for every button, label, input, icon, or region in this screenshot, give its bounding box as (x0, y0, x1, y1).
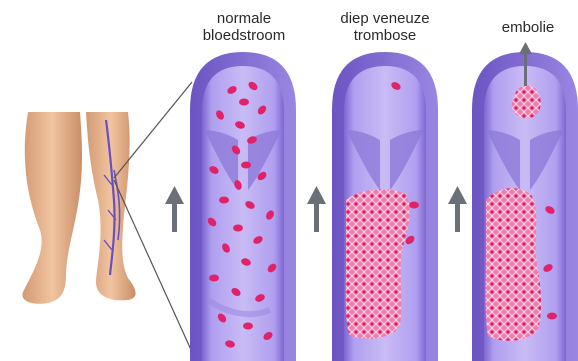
label-normal-flow: normale bloedstroom (193, 10, 295, 44)
vein-thrombosis (332, 52, 438, 361)
up-arrow-icon (307, 186, 326, 232)
up-arrow-icon (165, 186, 184, 232)
vein-normal (190, 52, 296, 361)
label-embolism: embolie (490, 19, 566, 36)
legs-illustration (22, 112, 135, 304)
up-arrow-icon (448, 186, 467, 232)
label-dvt: diep veneuze trombose (327, 10, 443, 44)
blood-clot (346, 189, 410, 339)
vein-embolism (472, 42, 578, 361)
blood-clot (486, 188, 542, 341)
